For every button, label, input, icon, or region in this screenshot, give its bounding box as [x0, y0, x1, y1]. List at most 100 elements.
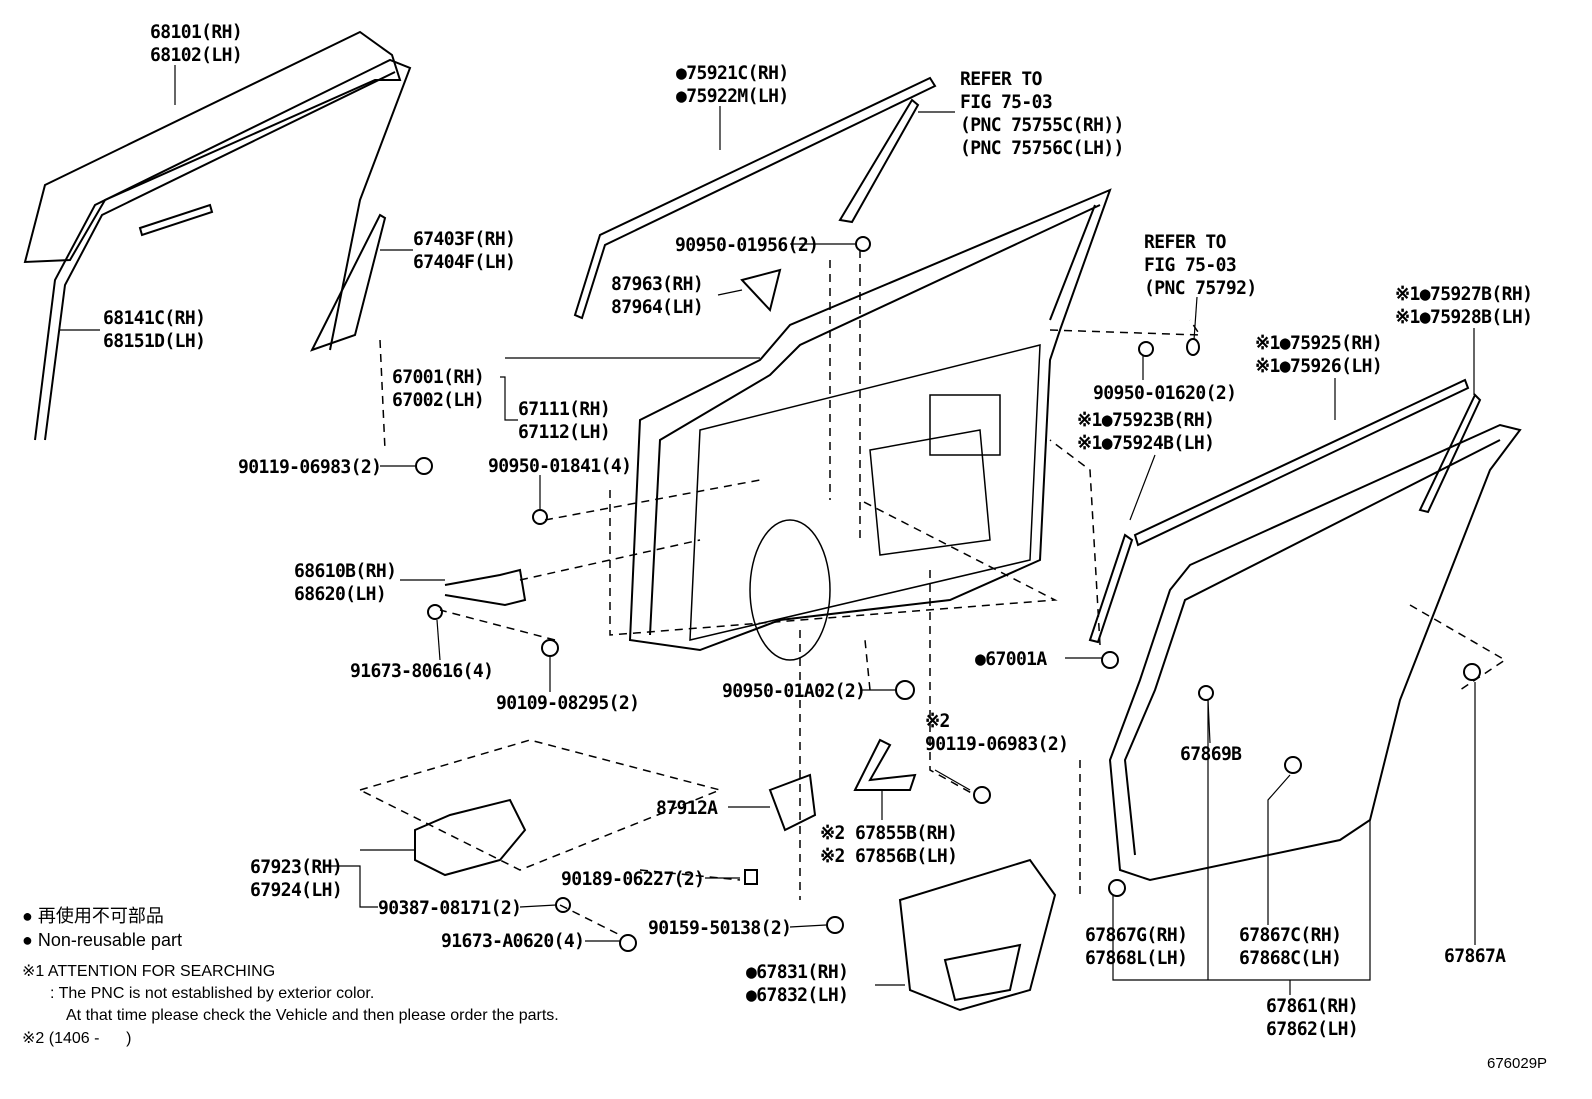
refer-line: FIG 75-03: [960, 91, 1053, 114]
label-67923[interactable]: 67923(RH)67924(LH): [250, 856, 343, 902]
door-shell: [628, 188, 1112, 652]
label-90109-08295[interactable]: 90109-08295(2): [496, 692, 640, 715]
note1-title: ※1 ATTENTION FOR SEARCHING: [22, 963, 276, 980]
pnc-line: 90119-06983(2): [925, 733, 1069, 756]
pnc-line: 87963(RH): [611, 273, 704, 296]
label-68141c[interactable]: 68141C(RH)68151D(LH): [103, 307, 206, 353]
legend-jp: ● 再使用不可部品: [22, 906, 164, 926]
pnc-line: 67868L(LH): [1085, 947, 1188, 970]
pnc-line: 67112(LH): [518, 421, 611, 444]
pnc-line: 68610B(RH): [294, 560, 397, 583]
label-75923b[interactable]: ※1●75923B(RH)※1●75924B(LH): [1077, 409, 1215, 455]
legend-non-reusable: ● Non-reusable part: [22, 930, 182, 950]
label-90159-50138[interactable]: 90159-50138(2): [648, 917, 792, 940]
pnc-line: ※1●75927B(RH): [1395, 283, 1533, 306]
pnc-line: ※1●75926(LH): [1255, 355, 1383, 378]
label-67861[interactable]: 67861(RH)67862(LH): [1266, 995, 1359, 1041]
label-67867c[interactable]: 67867C(RH)67868C(LH): [1239, 924, 1342, 970]
pnc-line: ※2: [925, 710, 950, 733]
refer-line: FIG 75-03: [1144, 254, 1237, 277]
label-68101[interactable]: 68101(RH)68102(LH): [150, 21, 243, 67]
label-90950-01a02[interactable]: 90950-01A02(2): [722, 680, 866, 703]
label-67855b[interactable]: ※2 67855B(RH)※2 67856B(LH): [820, 822, 958, 868]
label-90950-01841[interactable]: 90950-01841(4): [488, 455, 632, 478]
label-91673-80616[interactable]: 91673-80616(4): [350, 660, 494, 683]
belt-moulding-75925: [1133, 378, 1470, 547]
pnc-line: ●75921C(RH): [676, 62, 789, 85]
glass-run: [34, 58, 412, 441]
note1-line1: : The PNC is not established by exterior…: [50, 985, 375, 1002]
label-90950-01956[interactable]: 90950-01956(2): [675, 234, 819, 257]
pnc-line: ※2 67855B(RH): [820, 822, 958, 845]
pnc-line: ●67832(LH): [746, 984, 849, 1007]
check-68610: [444, 568, 527, 607]
pnc-line: 67923(RH): [250, 856, 343, 879]
refer-line: (PNC 75756C(LH)): [960, 137, 1124, 160]
pnc-line: 67867C(RH): [1239, 924, 1342, 947]
label-90119-06983-a[interactable]: 90119-06983(2): [238, 456, 382, 479]
pnc-line: ※1●75928B(LH): [1395, 306, 1533, 329]
pnc-line: 68102(LH): [150, 44, 243, 67]
pnc-line: 67002(LH): [392, 389, 485, 412]
pnc-line: 68101(RH): [150, 21, 243, 44]
label-91673-a0620[interactable]: 91673-A0620(4): [441, 930, 585, 953]
pnc-line: 67862(LH): [1266, 1018, 1359, 1041]
label-67111[interactable]: 67111(RH)67112(LH): [518, 398, 611, 444]
label-75927b[interactable]: ※1●75927B(RH)※1●75928B(LH): [1395, 283, 1533, 329]
label-67867g[interactable]: 67867G(RH)67868L(LH): [1085, 924, 1188, 970]
label-67403f[interactable]: 67403F(RH)67404F(LH): [413, 228, 516, 274]
refer-line: REFER TO: [960, 68, 1043, 91]
pnc-line: 67404F(LH): [413, 251, 516, 274]
pnc-line: 67111(RH): [518, 398, 611, 421]
pnc-line: ●67831(RH): [746, 961, 849, 984]
label-87963[interactable]: 87963(RH)87964(LH): [611, 273, 704, 319]
figure-code: 676029P: [1487, 1055, 1548, 1072]
label-67831[interactable]: ●67831(RH)●67832(LH): [746, 961, 849, 1007]
door-weatherstrip: [1108, 423, 1522, 882]
top-moulding: [573, 76, 937, 320]
pnc-line: ※1●75923B(RH): [1077, 409, 1215, 432]
pnc-line: 67861(RH): [1266, 995, 1359, 1018]
label-75925[interactable]: ※1●75925(RH)※1●75926(LH): [1255, 332, 1383, 378]
label-67001[interactable]: 67001(RH)67002(LH): [392, 366, 485, 412]
note2: ※2 (1406 - ): [22, 1030, 132, 1047]
door-glass: [23, 30, 402, 264]
moulding-75927: [1418, 393, 1482, 514]
refer-line: REFER TO: [1144, 231, 1227, 254]
pnc-line: ※2 67856B(LH): [820, 845, 958, 868]
pnc-line: 67867G(RH): [1085, 924, 1188, 947]
label-67867a[interactable]: 67867A: [1444, 945, 1506, 968]
pnc-line: 67403F(RH): [413, 228, 516, 251]
cover-87963: [740, 268, 782, 313]
pnc-line: ※1●75925(RH): [1255, 332, 1383, 355]
pnc-line: 68141C(RH): [103, 307, 206, 330]
sheet-67831: [898, 858, 1057, 1012]
label-67869b[interactable]: 67869B: [1180, 743, 1242, 766]
refer-line: (PNC 75755C(RH)): [960, 114, 1124, 137]
pnc-line: 68620(LH): [294, 583, 387, 606]
cover-87912a: [768, 773, 817, 832]
note1-line2: At that time please check the Vehicle an…: [66, 1007, 559, 1024]
pnc-line: ●75922M(LH): [676, 85, 789, 108]
label-75921c[interactable]: ●75921C(RH)●75922M(LH): [676, 62, 789, 108]
label-90387-08171[interactable]: 90387-08171(2): [378, 897, 522, 920]
pnc-line: 67868C(LH): [1239, 947, 1342, 970]
channel: [309, 213, 387, 352]
pnc-line: 87964(LH): [611, 296, 704, 319]
label-87912a[interactable]: 87912A: [656, 797, 718, 820]
label-68610b[interactable]: 68610B(RH)68620(LH): [294, 560, 397, 606]
label-90189-06227[interactable]: 90189-06227(2): [561, 868, 705, 891]
pnc-line: 67001(RH): [392, 366, 485, 389]
label-90950-01620[interactable]: 90950-01620(2): [1093, 382, 1237, 405]
bracket-67855: [853, 738, 917, 791]
label-67001a[interactable]: ●67001A: [975, 648, 1047, 671]
pad-67923: [414, 798, 527, 877]
moulding-75923: [1088, 533, 1134, 644]
pnc-line: 67924(LH): [250, 879, 343, 902]
refer-line: (PNC 75792): [1144, 277, 1257, 300]
pnc-line: ※1●75924B(LH): [1077, 432, 1215, 455]
